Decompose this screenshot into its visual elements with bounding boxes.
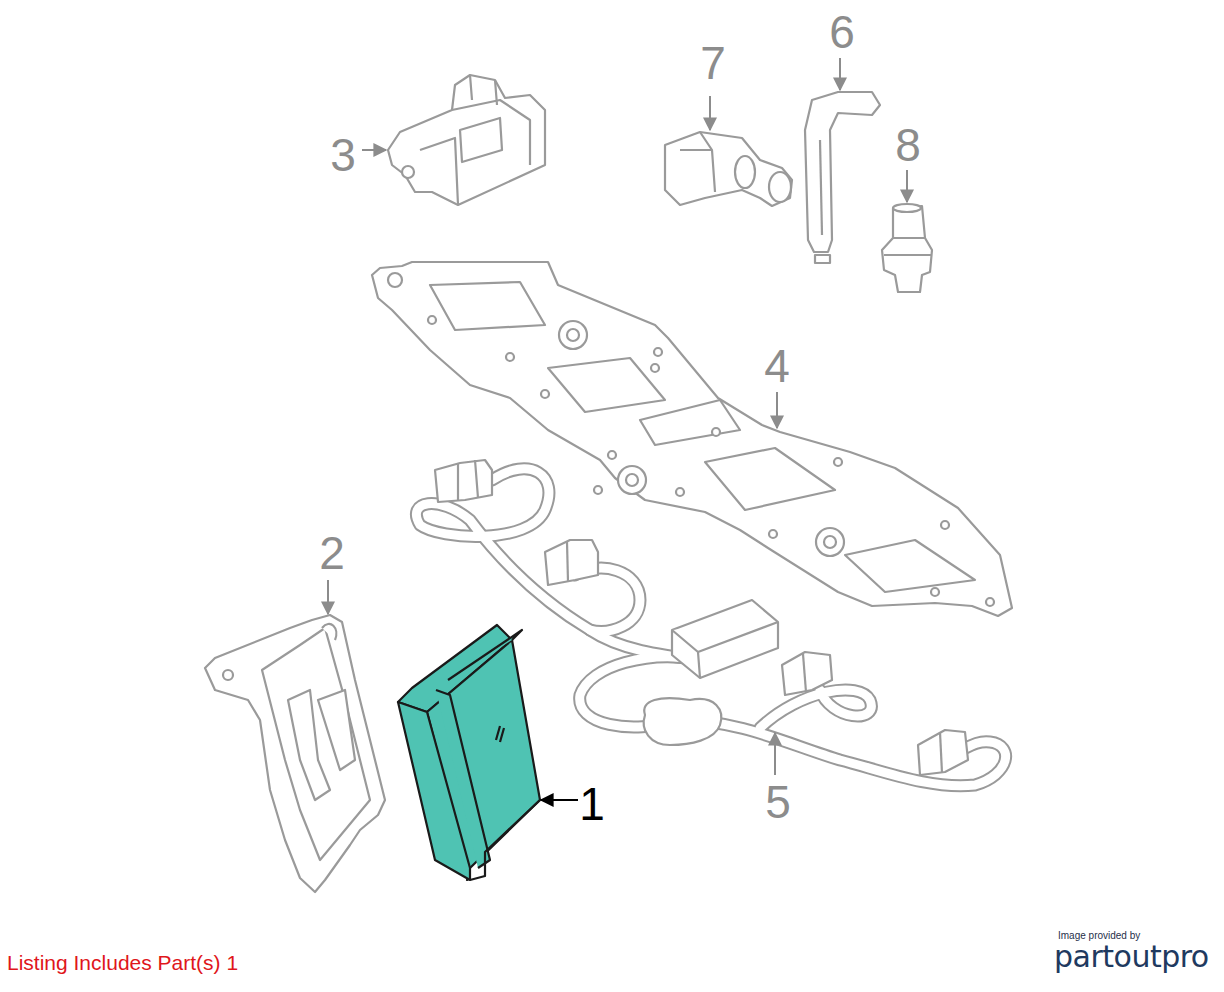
- coil-bracket: [618, 466, 646, 494]
- module-bracket: [205, 615, 385, 892]
- callout-number: 3: [330, 132, 356, 178]
- coil-bracket: [626, 474, 638, 486]
- module-bracket: [223, 670, 233, 680]
- pressure-switch: [893, 204, 921, 212]
- coil-bracket: [769, 530, 777, 538]
- wiring-harness: [803, 654, 806, 692]
- position-sensor: [769, 172, 791, 202]
- coil-bracket: [567, 329, 579, 341]
- wiring-harness: [458, 460, 478, 500]
- coil-bracket: [705, 448, 835, 510]
- leader-arrows: [776, 392, 778, 428]
- position-sensor: [665, 132, 792, 206]
- wiring-harness: [545, 540, 598, 585]
- wiring-harness: [644, 698, 722, 745]
- coil-bracket: [816, 528, 844, 556]
- ignition-coil: [470, 75, 497, 105]
- listing-note: Listing Includes Part(s) 1: [7, 952, 238, 973]
- pencil-coil: [820, 140, 822, 235]
- control-module: [436, 690, 490, 868]
- wiring-harness: [672, 600, 778, 678]
- leader-arrows: [328, 58, 907, 800]
- leader-arrows: [362, 149, 386, 151]
- control-module: [448, 630, 522, 680]
- coil-bracket: [676, 488, 684, 496]
- callout-number: 2: [319, 530, 345, 576]
- coil-bracket: [430, 282, 545, 330]
- coil-bracket: [845, 540, 975, 592]
- module-bracket: [322, 624, 336, 640]
- ignition-coil: [402, 166, 414, 178]
- position-sensor: [680, 132, 715, 192]
- ignition-coil: [388, 75, 545, 205]
- coil-bracket: [506, 353, 514, 361]
- wiring-harness: [567, 542, 568, 582]
- leader-arrows: [327, 580, 329, 614]
- coil-bracket: [372, 262, 1012, 616]
- coil-bracket: [654, 348, 662, 356]
- credit-note: Image provided by: [1058, 931, 1140, 941]
- coil-bracket: [834, 458, 842, 466]
- coil-bracket: [986, 598, 994, 606]
- coil-bracket: [712, 428, 720, 436]
- callout-number: 1: [579, 781, 605, 827]
- module-bracket: [262, 628, 370, 860]
- wiring-harness: [782, 652, 832, 695]
- ignition-coil: [460, 118, 502, 162]
- coil-bracket: [931, 588, 939, 596]
- module-bracket: [318, 690, 355, 770]
- coil-bracket: [428, 316, 436, 324]
- leader-arrows: [839, 58, 841, 90]
- coil-bracket: [372, 262, 1012, 616]
- coil-bracket: [824, 536, 836, 548]
- coil-bracket: [388, 273, 402, 287]
- pencil-coil: [805, 92, 880, 252]
- wiring-harness: [672, 622, 778, 678]
- wiring-harness: [918, 730, 968, 775]
- pressure-switch: [882, 206, 932, 292]
- coil-bracket: [608, 451, 616, 459]
- coil-bracket: [941, 521, 949, 529]
- wiring-harness: [760, 690, 871, 728]
- wiring-harness: [435, 460, 492, 502]
- pencil-coil: [815, 255, 830, 263]
- wiring-harness: [940, 732, 942, 773]
- coil-bracket: [541, 390, 549, 398]
- callout-number: 6: [829, 9, 855, 55]
- brand-logo: partoutpro: [1054, 942, 1209, 972]
- ignition-coil: [388, 75, 545, 205]
- coil-bracket: [651, 364, 659, 372]
- position-sensor: [665, 132, 792, 206]
- position-sensor: [735, 156, 755, 188]
- wiring-harness: [760, 690, 871, 728]
- ignition-coil: [452, 100, 530, 165]
- leader-arrows: [774, 733, 776, 775]
- ignition-coil: [420, 138, 458, 205]
- control-module: [398, 625, 540, 880]
- pressure-switch: [884, 238, 932, 255]
- coil-bracket: [548, 358, 665, 412]
- pressure-switch: [882, 204, 932, 292]
- callout-number: 7: [700, 40, 726, 86]
- leader-arrows: [906, 170, 908, 202]
- leader-arrows: [541, 799, 578, 801]
- leader-arrows: [709, 96, 711, 130]
- callout-number: 4: [764, 343, 790, 389]
- control-module: [496, 726, 504, 742]
- callout-number: 5: [765, 779, 791, 825]
- coil-bracket: [640, 400, 740, 445]
- control-module: [470, 800, 540, 880]
- coil-bracket: [594, 486, 602, 494]
- pencil-coil: [805, 92, 880, 263]
- callout-number: 8: [895, 122, 921, 168]
- module-bracket: [205, 615, 385, 892]
- coil-bracket: [559, 321, 587, 349]
